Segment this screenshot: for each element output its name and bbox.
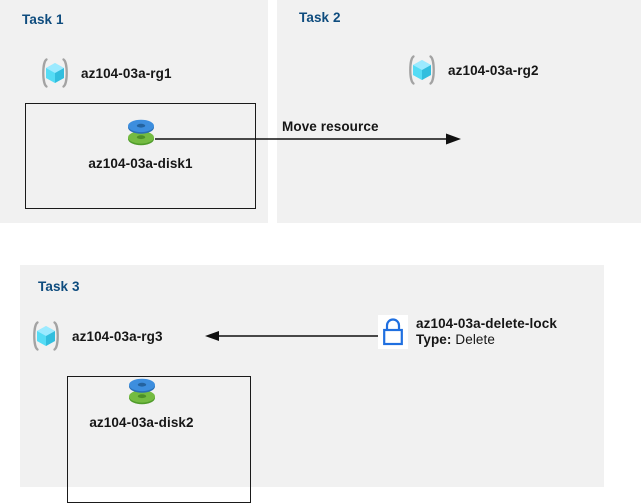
delete-lock-type-value: Delete bbox=[455, 331, 495, 347]
resource-group-task-3: az104-03a-rg3 bbox=[28, 318, 163, 354]
panel-title-task-2: Task 2 bbox=[299, 10, 341, 25]
disk-node-task-1: az104-03a-disk1 bbox=[78, 113, 203, 171]
panel-task-3: Task 3 bbox=[20, 265, 604, 503]
delete-lock-name: az104-03a-delete-lock bbox=[416, 316, 557, 331]
connector-label-move-resource: Move resource bbox=[282, 119, 379, 134]
resource-group-icon bbox=[33, 321, 59, 351]
disk-label-task-1: az104-03a-disk1 bbox=[88, 156, 193, 171]
delete-lock-type: Type: Delete bbox=[416, 332, 557, 348]
resource-group-icon bbox=[409, 55, 435, 85]
disk-label-task-3: az104-03a-disk2 bbox=[89, 415, 194, 430]
panel-task-1: Task 1 az104-03a-rg1 az104-03 bbox=[0, 0, 268, 223]
resource-group-label-task-3: az104-03a-rg3 bbox=[72, 328, 163, 344]
resource-group-task-1: az104-03a-rg1 bbox=[37, 55, 172, 91]
delete-lock-type-label: Type: bbox=[416, 331, 452, 347]
connector-move-resource bbox=[155, 133, 461, 145]
panel-task-2: Task 2 az104-03a-disk1 bbox=[277, 0, 641, 223]
managed-disk-icon bbox=[127, 119, 154, 146]
resource-group-icon bbox=[42, 58, 68, 88]
delete-lock-text: az104-03a-delete-lock Type: Delete bbox=[416, 315, 557, 348]
lock-icon bbox=[378, 315, 408, 349]
resource-group-label-task-1: az104-03a-rg1 bbox=[81, 65, 172, 81]
delete-lock-node: az104-03a-delete-lock Type: Delete bbox=[378, 315, 557, 349]
panel-title-task-3: Task 3 bbox=[38, 279, 80, 294]
resource-group-task-2: az104-03a-rg2 bbox=[404, 52, 539, 88]
disk-node-task-3: az104-03a-disk2 bbox=[79, 372, 204, 430]
resource-group-label-task-2: az104-03a-rg2 bbox=[448, 62, 539, 78]
panel-title-task-1: Task 1 bbox=[22, 12, 64, 27]
connector-lock-to-resource-group bbox=[205, 331, 380, 341]
managed-disk-icon bbox=[128, 378, 155, 405]
resource-container-task-1 bbox=[25, 103, 256, 209]
